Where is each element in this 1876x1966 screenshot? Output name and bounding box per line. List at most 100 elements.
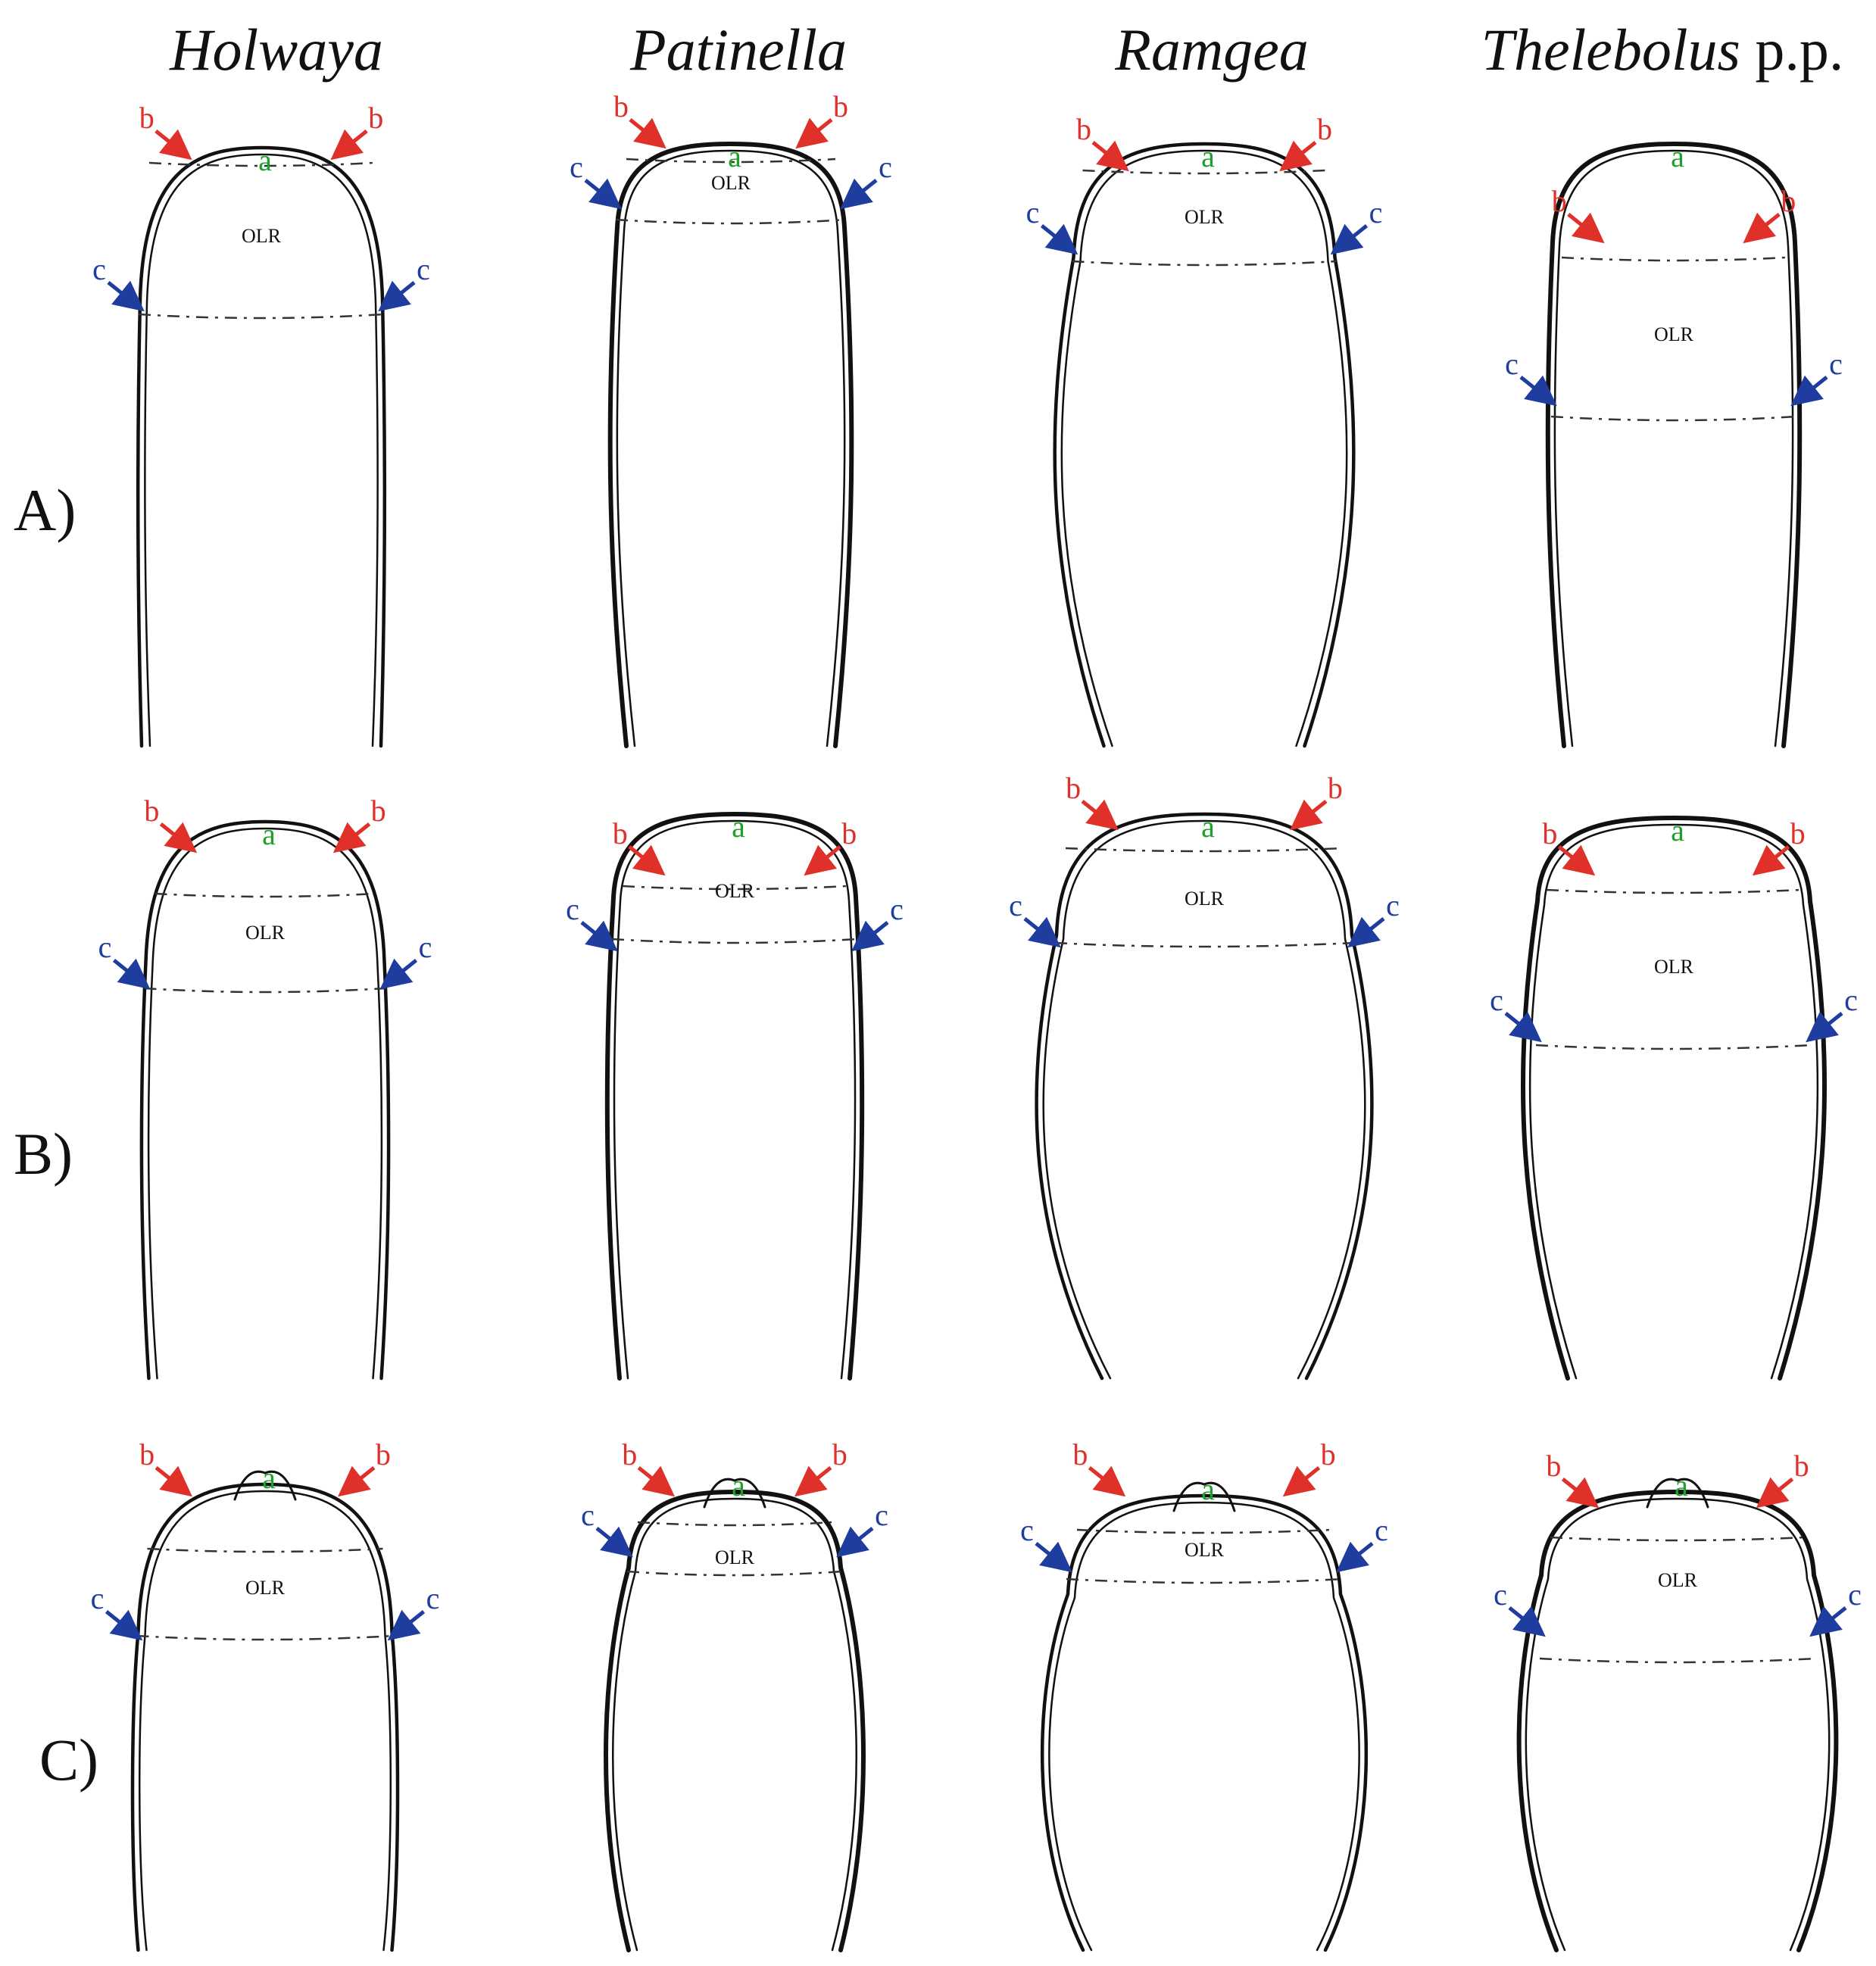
ascus-holwaya-row-a-inner-wall (144, 153, 379, 747)
ascus-thelebolus-row-a-c-right-arrow (1790, 375, 1828, 407)
ascus-holwaya-row-a-b-left-arrow (155, 129, 192, 161)
ascus-holwaya-row-c-b-right-label: b (376, 1437, 391, 1471)
column-header-patinella: Patinella (629, 17, 847, 83)
ascus-thelebolus-row-b-outer-wall (1520, 816, 1828, 1381)
ascus-ramgea-row-b-b-right-arrow (1290, 799, 1328, 831)
ascus-thelebolus-row-b-b-left-arrow (1557, 844, 1596, 876)
ascus-patinella-row-a-upper-boundary (626, 158, 836, 164)
ascus-holwaya-row-c-c-left-label: c (91, 1581, 105, 1615)
ascus-ramgea-row-a-olr-label: OLR (1185, 206, 1225, 228)
ascus-holwaya-row-c-a-label: a (262, 1461, 276, 1495)
ascus-holwaya-row-c-c-left-arrow (105, 1609, 143, 1641)
ascus-patinella-row-a-b-right-label: b (833, 89, 848, 123)
ascus-thelebolus-row-a-c-left-arrow (1519, 375, 1557, 407)
ascus-thelebolus-row-c-b-left-label: b (1546, 1449, 1561, 1483)
ascus-thelebolus-row-b-a-label: a (1671, 813, 1684, 847)
ascus-thelebolus-row-c: a (1516, 1468, 1839, 1952)
ascus-patinella-row-b-c-right-label: c (890, 892, 904, 926)
ascus-thelebolus-row-a-b-left-arrow (1567, 212, 1605, 244)
ascus-patinella-row-c-c-left-arrow (595, 1526, 633, 1558)
ascus-patinella-row-a-b-right-arrow (795, 117, 833, 149)
ascus-ramgea-row-c-b-right-arrow (1282, 1465, 1321, 1497)
ascus-holwaya-row-c-b-right-arrow (338, 1465, 376, 1497)
ascus-patinella-row-b-c-right-arrow (851, 920, 889, 952)
ascus-thelebolus-row-a-inner-wall (1553, 149, 1794, 747)
column-header-ramgea: Ramgea (1114, 17, 1309, 83)
ascus-thelebolus-row-a-b-right-label: b (1781, 184, 1796, 218)
ascus-holwaya-row-b-upper-boundary (155, 892, 376, 898)
ascus-patinella-row-c-upper-boundary (637, 1521, 832, 1527)
ascus-patinella-row-a-outer-wall (607, 142, 854, 748)
ascus-ramgea-row-b-b-left-label: b (1066, 771, 1081, 805)
ascus-patinella-row-c-inner-wall (612, 1497, 857, 1952)
ascus-ramgea-row-a-upper-boundary (1082, 169, 1326, 175)
ascus-patinella-row-a-c-right-arrow (840, 178, 878, 210)
ascus-ramgea-row-c-inner-wall (1048, 1501, 1360, 1952)
ascus-thelebolus-row-c-c-left-arrow (1508, 1606, 1546, 1637)
ascus-patinella-row-c-c-right-label: c (875, 1498, 888, 1532)
column-header-thelebolus-genus: Thelebolus (1481, 17, 1740, 83)
ascus-ramgea-row-b: a (1035, 810, 1374, 1381)
ascus-holwaya-row-a-c-right-arrow (378, 280, 416, 312)
ascus-thelebolus-row-c-c-right-label: c (1848, 1577, 1862, 1612)
ascus-ramgea-row-c-a-label: a (1201, 1472, 1215, 1506)
ascus-holwaya-row-b-b-left-arrow (159, 822, 198, 853)
ascus-patinella-row-a: a (607, 139, 854, 748)
ascus-patinella-row-a-inner-wall (616, 149, 846, 747)
ascus-patinella-row-b-olr-label: OLR (715, 880, 755, 902)
ascus-patinella-row-b-a-label: a (732, 810, 745, 844)
ascus-patinella-row-a-c-left-label: c (570, 150, 583, 184)
ascus-thelebolus-row-a-b-left-label: b (1552, 184, 1567, 218)
ascus-thelebolus-row-a-outer-wall (1545, 142, 1803, 748)
column-header-holwaya: Holwaya (169, 17, 383, 83)
ascus-holwaya-row-b-b-right-label: b (371, 794, 386, 828)
ascus-ramgea-row-a-inner-wall (1060, 149, 1348, 747)
ascus-thelebolus-row-c-inner-wall (1525, 1497, 1831, 1952)
ascus-holwaya-row-a-c-right-label: c (417, 252, 430, 286)
ascus-holwaya-row-b-outer-wall (139, 819, 391, 1381)
ascus-holwaya-row-c-b-left-label: b (139, 1437, 155, 1471)
ascus-patinella-row-c-operculum-flap (703, 1478, 766, 1509)
ascus-thelebolus-row-a-lower-boundary (1550, 415, 1797, 422)
ascus-thelebolus-row-c-c-left-label: c (1494, 1577, 1507, 1612)
ascus-thelebolus-row-c-b-right-arrow (1756, 1477, 1794, 1509)
ascus-thelebolus-row-c-outer-wall (1516, 1490, 1839, 1952)
ascus-ramgea-row-c-olr-label: OLR (1185, 1539, 1225, 1561)
ascus-holwaya-row-a-c-left-label: c (92, 252, 106, 286)
row-label-b: B) (14, 1121, 73, 1187)
ascus-thelebolus-row-c-upper-boundary (1550, 1536, 1806, 1542)
ascus-thelebolus-row-c-b-right-label: b (1794, 1449, 1809, 1483)
ascus-patinella-row-a-lower-boundary (615, 218, 847, 225)
ascus-thelebolus-row-a: a (1545, 139, 1803, 748)
ascus-holwaya-row-a-c-left-arrow (107, 280, 145, 312)
ascus-holwaya-row-a: a (136, 143, 387, 748)
ascus-thelebolus-row-b-lower-boundary (1535, 1044, 1812, 1050)
ascus-ramgea-row-c-c-left-label: c (1020, 1513, 1034, 1547)
ascus-patinella-row-a-c-left-arrow (584, 178, 622, 210)
ascus-patinella-row-a-b-left-label: b (613, 89, 629, 123)
ascus-holwaya-row-a-b-left-label: b (139, 101, 155, 135)
ascus-patinella-row-c-b-right-label: b (832, 1437, 847, 1471)
ascus-holwaya-row-b-a-label: a (262, 817, 276, 851)
ascus-holwaya-row-b-inner-wall (147, 827, 383, 1380)
ascus-ramgea-row-b-b-right-label: b (1328, 771, 1343, 805)
ascus-thelebolus-row-b-b-right-arrow (1752, 844, 1790, 876)
ascus-patinella-row-b-lower-boundary (611, 938, 858, 944)
ascus-holwaya-row-c-b-left-arrow (155, 1465, 192, 1497)
ascus-thelebolus-row-b: a (1520, 813, 1828, 1381)
ascus-ramgea-row-a-lower-boundary (1072, 260, 1337, 267)
ascus-thelebolus-row-c-operculum-flap (1646, 1478, 1709, 1509)
ascus-thelebolus-row-a-c-right-label: c (1829, 347, 1843, 381)
ascus-thelebolus-row-b-c-left-arrow (1504, 1011, 1542, 1043)
ascus-thelebolus-row-c-c-right-arrow (1809, 1606, 1847, 1637)
ascus-thelebolus-row-b-c-right-arrow (1806, 1011, 1843, 1043)
ascus-patinella-row-b-b-left-arrow (628, 844, 666, 876)
ascus-thelebolus-row-b-c-left-label: c (1490, 983, 1503, 1017)
ascus-thelebolus-row-b-upper-boundary (1546, 888, 1802, 894)
ascus-ramgea-row-c-c-right-label: c (1375, 1513, 1388, 1547)
ascus-holwaya-row-a-a-label: a (258, 143, 272, 177)
ascus-ramgea-row-b-c-left-label: c (1009, 888, 1022, 922)
ascus-holwaya-row-b-olr-label: OLR (245, 922, 286, 944)
ascus-patinella-row-c: a (604, 1468, 866, 1952)
